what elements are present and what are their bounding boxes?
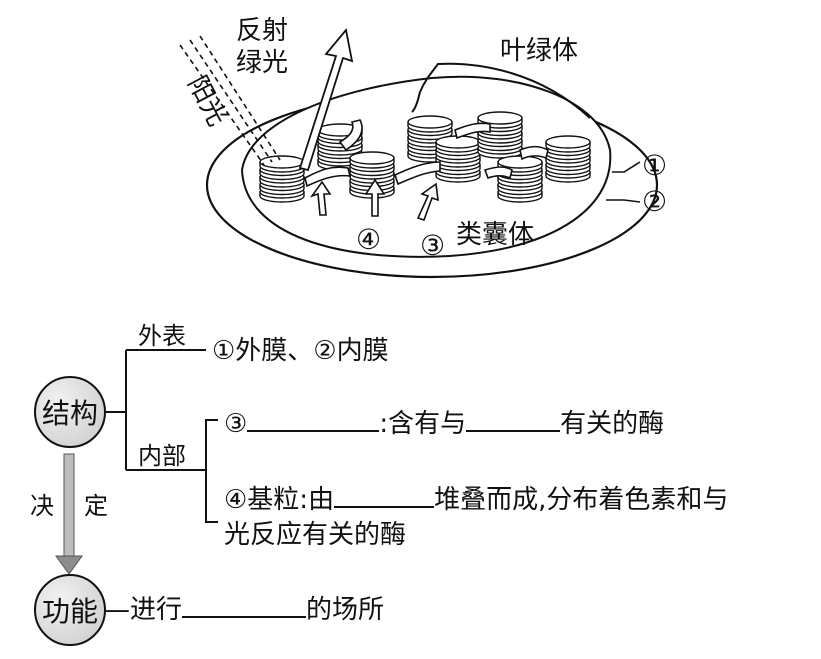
item4-suffix: 堆叠而成,分布着色素和与 [434, 485, 729, 515]
stroma-lamellae [304, 119, 549, 188]
label-chloroplast: 叶绿体 [500, 36, 579, 66]
granum-stack [259, 155, 305, 203]
thylakoid-disc [497, 155, 543, 169]
label-thylakoid: 类囊体 [456, 220, 535, 250]
item3-blank-2 [466, 408, 561, 432]
item4-line: ④基粒:由 堆叠而成,分布着色素和与 [224, 484, 728, 513]
decide-char-1: 决 [30, 492, 54, 520]
sunlight-rays [179, 35, 281, 166]
function-prefix: —进行 [104, 595, 183, 625]
thylakoid-disc [349, 151, 395, 165]
marker-1: ① [642, 149, 668, 182]
function-line: —进行 的场所 [104, 594, 384, 623]
label-reflect-line1: 反射 [236, 16, 289, 46]
marker-3: ③ [420, 229, 446, 262]
item3-prefix: ③ [224, 409, 248, 439]
concept-connectors [104, 349, 218, 523]
thylakoid-disc [259, 155, 305, 169]
decide-char-2: 定 [84, 492, 108, 520]
grana-group [259, 111, 591, 203]
structure-label: 结构 [41, 397, 98, 430]
item3-line: ③ :含有与 有关的酶 [224, 408, 664, 437]
item3-mid: :含有与 [379, 409, 467, 439]
thylakoid-disc [407, 115, 453, 129]
item4-line2: 光反应有关的酶 [224, 520, 407, 550]
granum-stack [497, 155, 543, 203]
thylakoid-disc [477, 111, 523, 125]
granum-stack [477, 111, 523, 159]
cutaway-fold [419, 62, 591, 119]
label-reflect-line2: 绿光 [236, 48, 289, 78]
marker-2: ② [642, 185, 668, 218]
leader-lines [606, 161, 641, 203]
inner-label: 内部 [138, 442, 186, 470]
item3-blank-1 [247, 408, 380, 432]
function-node: 功能 [34, 574, 106, 646]
item4-prefix: ④基粒:由 [224, 485, 335, 515]
outer-content: ①外膜、②内膜 [212, 336, 389, 366]
granum-stack [435, 135, 481, 183]
granum-stack [349, 151, 395, 199]
function-blank [182, 594, 307, 618]
thylakoid-disc [545, 135, 591, 149]
outer-label: 外表 [138, 322, 186, 350]
stroma-arrows [309, 178, 439, 222]
function-label: 功能 [41, 595, 98, 628]
reflected-light-arrow [298, 27, 354, 172]
item4-blank [334, 484, 435, 508]
item3-suffix: 有关的酶 [560, 409, 665, 439]
marker-4: ④ [356, 223, 382, 256]
granum-stack [545, 135, 591, 183]
determine-arrow [55, 453, 83, 575]
function-suffix: 的场所 [306, 595, 385, 625]
structure-node: 结构 [34, 376, 106, 448]
